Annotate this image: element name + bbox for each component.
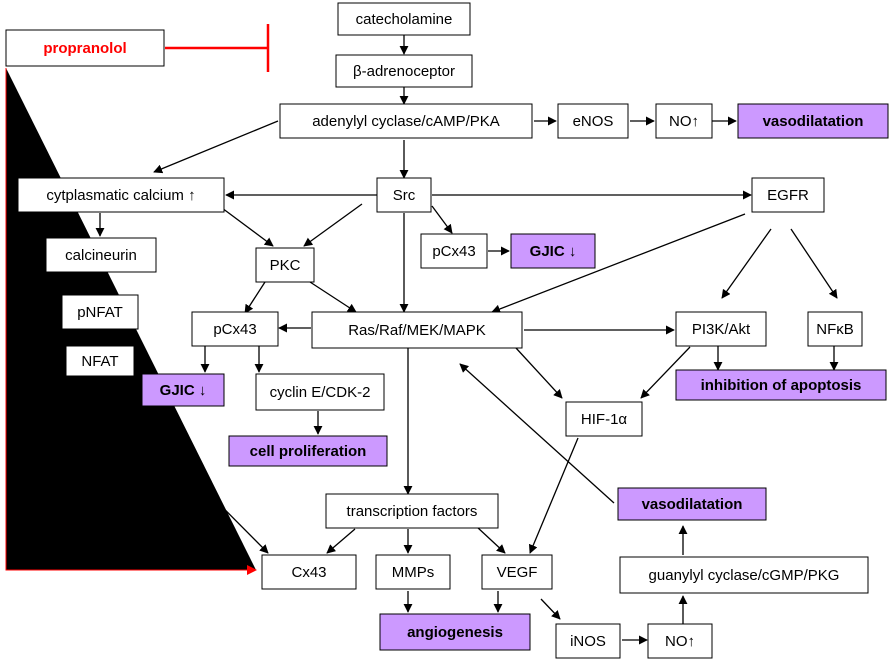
edge-adenylyl-cytcalcium (153, 120, 279, 174)
edge-pkc-pcx43left (244, 281, 266, 314)
svg-text:pCx43: pCx43 (432, 243, 475, 260)
vasodilatation-top-box: vasodilatation (737, 103, 889, 139)
svg-text:HIF-1α: HIF-1α (581, 411, 628, 428)
transcription-factors-box: transcription factors (325, 493, 499, 529)
svg-text:MMPs: MMPs (392, 564, 435, 581)
calcineurin-box: calcineurin (45, 237, 157, 273)
cytplasmatic-calcium-box: cytplasmatic calcium ↑ (17, 177, 225, 213)
svg-text:guanylyl cyclase/cGMP/PKG: guanylyl cyclase/cGMP/PKG (649, 567, 840, 584)
svg-text:pCx43: pCx43 (213, 321, 256, 338)
gjic-right-box: GJIC ↓ (510, 233, 596, 269)
adenylyl-cyclase-box: adenylyl cyclase/cAMP/PKA (279, 103, 533, 139)
svg-text:NFκB: NFκB (816, 321, 854, 338)
svg-text:angiogenesis: angiogenesis (407, 624, 503, 641)
beta-adrenoceptor-box: β-adrenoceptor (335, 54, 473, 88)
edge-transcription-cx43 (326, 528, 356, 554)
svg-text:NO↑: NO↑ (669, 113, 699, 130)
svg-text:Src: Src (393, 187, 416, 204)
enos-box: eNOS (557, 103, 629, 139)
svg-text:iNOS: iNOS (570, 633, 606, 650)
svg-text:eNOS: eNOS (573, 113, 614, 130)
svg-text:calcineurin: calcineurin (65, 247, 137, 264)
svg-text:GJIC ↓: GJIC ↓ (530, 243, 577, 260)
inos-box: iNOS (555, 623, 621, 659)
nfkb-box: NFκB (807, 311, 863, 347)
cyclin-box: cyclin E/CDK-2 (255, 373, 385, 411)
svg-text:vasodilatation: vasodilatation (642, 496, 743, 513)
vasodilatation-bottom-box: vasodilatation (617, 487, 767, 521)
edge-vasodilatation-ras (459, 363, 615, 504)
vegf-box: VEGF (481, 554, 553, 590)
svg-text:PKC: PKC (270, 257, 301, 274)
pi3k-akt-box: PI3K/Akt (675, 311, 767, 347)
cell-proliferation-box: cell proliferation (228, 435, 388, 467)
svg-text:vasodilatation: vasodilatation (763, 113, 864, 130)
guanylyl-cyclase-box: guanylyl cyclase/cGMP/PKG (619, 556, 869, 594)
svg-text:transcription factors: transcription factors (347, 503, 478, 520)
edge-ras-hif (515, 347, 563, 399)
svg-text:NO↑: NO↑ (665, 633, 695, 650)
pcx43-right-box: pCx43 (420, 233, 488, 269)
no-top-box: NO↑ (655, 103, 713, 139)
svg-text:cell proliferation: cell proliferation (250, 443, 367, 460)
edge-egfr-pi3k (721, 228, 772, 299)
svg-text:GJIC ↓: GJIC ↓ (160, 382, 207, 399)
ras-raf-mek-mapk-box: Ras/Raf/MEK/MAPK (311, 311, 523, 349)
svg-text:PI3K/Akt: PI3K/Akt (692, 321, 751, 338)
pnfat-box: pNFAT (61, 294, 139, 330)
no-bottom-box: NO↑ (647, 623, 713, 659)
nodes: propranolol catecholamine β-adrenoceptor… (5, 2, 889, 659)
svg-text:propranolol: propranolol (43, 40, 126, 57)
gjic-left-box: GJIC ↓ (141, 373, 225, 407)
edge-src-pkc (303, 203, 363, 247)
edge-pi3k-hif (640, 346, 691, 399)
svg-text:pNFAT: pNFAT (77, 304, 123, 321)
inhibition-of-apoptosis-box: inhibition of apoptosis (675, 369, 887, 401)
svg-text:Ras/Raf/MEK/MAPK: Ras/Raf/MEK/MAPK (348, 322, 486, 339)
angiogenesis-box: angiogenesis (379, 613, 531, 651)
catecholamine-box: catecholamine (337, 2, 471, 36)
egfr-box: EGFR (751, 177, 825, 213)
edge-cytcalcium-pkc (221, 207, 274, 247)
svg-text:EGFR: EGFR (767, 187, 809, 204)
cx43-box: Cx43 (261, 554, 357, 590)
edges (21, 35, 839, 645)
edge-src-pcx43right (431, 205, 453, 234)
svg-text:β-adrenoceptor: β-adrenoceptor (353, 63, 455, 80)
src-box: Src (376, 177, 432, 213)
svg-text:catecholamine: catecholamine (356, 11, 453, 28)
edge-pkc-ras (309, 281, 357, 313)
svg-text:inhibition of apoptosis: inhibition of apoptosis (701, 377, 862, 394)
edge-hif-vegf (528, 437, 579, 554)
nfat-box: NFAT (65, 345, 135, 377)
mmps-box: MMPs (375, 554, 451, 590)
svg-text:adenylyl cyclase/cAMP/PKA: adenylyl cyclase/cAMP/PKA (312, 113, 500, 130)
edge-egfr-ras (491, 213, 746, 314)
svg-text:Cx43: Cx43 (291, 564, 326, 581)
svg-text:NFAT: NFAT (81, 353, 118, 370)
edge-egfr-nfkb (790, 228, 838, 299)
hif-box: HIF-1α (565, 401, 643, 437)
edge-transcription-vegf (476, 526, 506, 554)
propranolol-box: propranolol (5, 29, 165, 67)
svg-text:cytplasmatic calcium ↑: cytplasmatic calcium ↑ (46, 187, 195, 204)
pkc-box: PKC (255, 247, 315, 283)
svg-text:cyclin E/CDK-2: cyclin E/CDK-2 (270, 384, 371, 401)
edge-vegf-inos (540, 598, 561, 620)
svg-text:VEGF: VEGF (497, 564, 538, 581)
pcx43-left-box: pCx43 (191, 311, 279, 347)
